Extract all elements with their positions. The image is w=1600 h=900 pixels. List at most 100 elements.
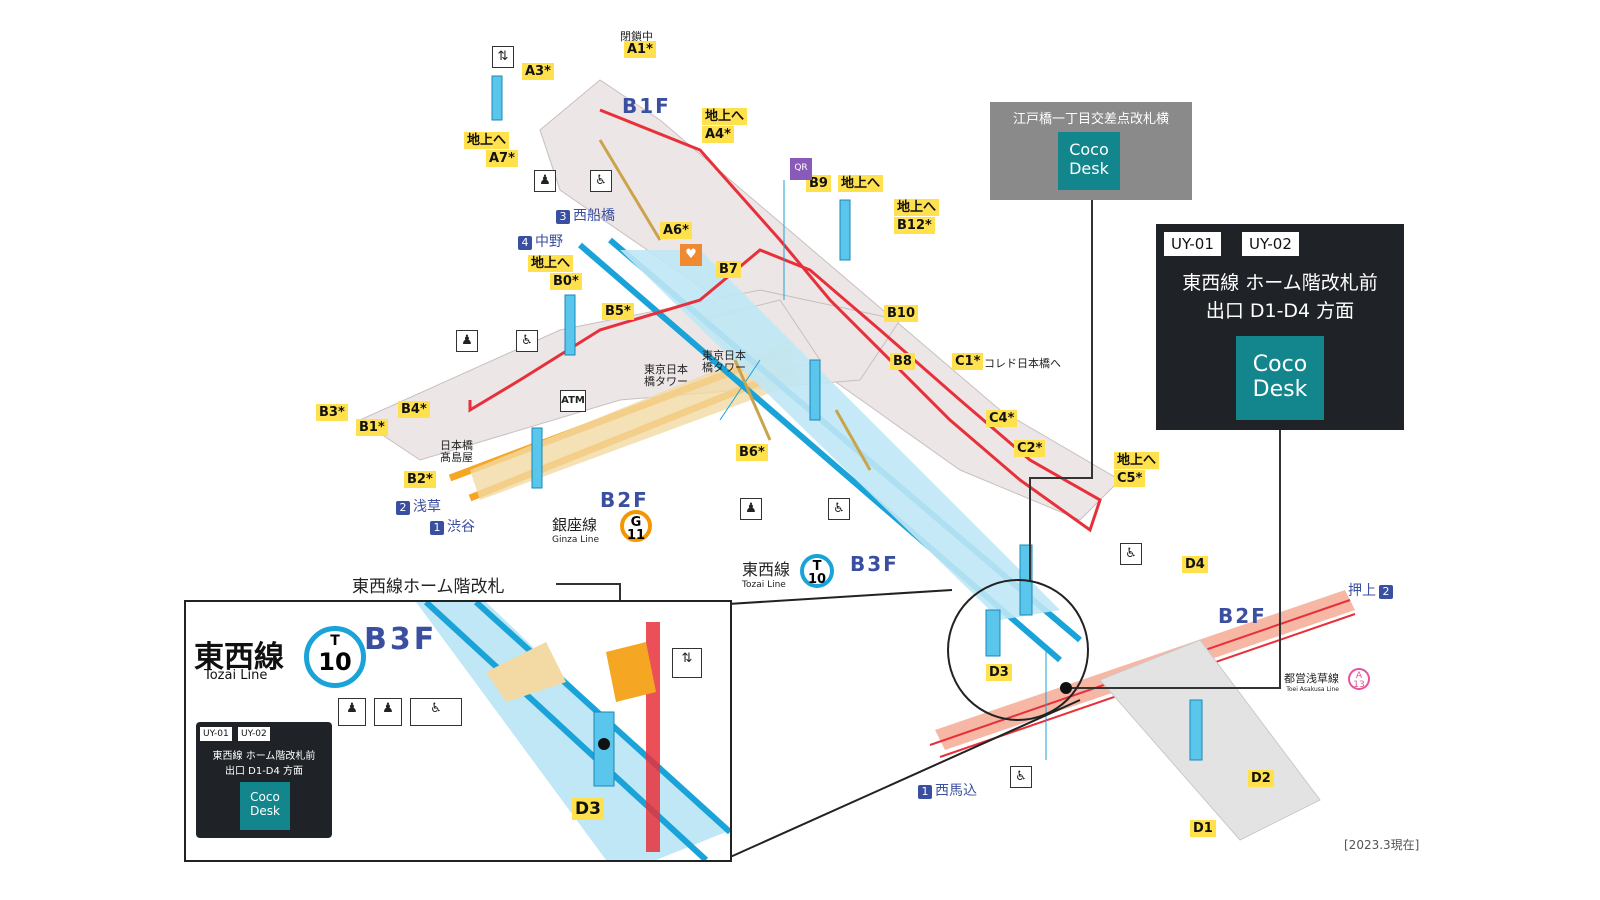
elevator-icon: ⇅ bbox=[492, 46, 514, 68]
asakusa-line-en: Toei Asakusa Line bbox=[1286, 686, 1339, 693]
exit-b9-up: 地上へ bbox=[838, 175, 884, 192]
inset-booth-code-uy02: UY-02 bbox=[238, 727, 270, 741]
exit-b4[interactable]: B4* bbox=[398, 401, 430, 418]
exit-a6[interactable]: A6* bbox=[660, 222, 692, 239]
exit-d2[interactable]: D2 bbox=[1248, 770, 1274, 787]
exit-c2[interactable]: C2* bbox=[1014, 440, 1046, 457]
exit-b5[interactable]: B5* bbox=[602, 303, 634, 320]
exit-b2[interactable]: B2* bbox=[404, 471, 436, 488]
coco-desk-logo-line2: Desk bbox=[1069, 159, 1109, 178]
coco-desk-tozai-box[interactable]: UY-01 UY-02 東西線 ホーム階改札前 出口 D1-D4 方面 Coco… bbox=[1156, 224, 1404, 430]
floor-label-b2f-asakusa: B2F bbox=[1218, 604, 1267, 628]
zoom-circle bbox=[947, 579, 1089, 721]
baby-chair-icon: ♟ bbox=[456, 330, 478, 352]
tozai-num: 10 bbox=[807, 572, 827, 587]
dest-nishimagome-name: 西馬込 bbox=[935, 783, 977, 799]
exit-b8[interactable]: B8 bbox=[890, 353, 915, 370]
coco-desk-logo: Coco Desk bbox=[1058, 132, 1120, 190]
accessible-restroom-icon-2: ♿ bbox=[828, 498, 850, 520]
inset-tozai-num: 10 bbox=[318, 648, 352, 676]
coco-desk-logo-line1: Coco bbox=[1069, 140, 1109, 159]
booth-code-uy02: UY-02 bbox=[1242, 232, 1299, 256]
marker-dot bbox=[1060, 682, 1072, 694]
exit-a4[interactable]: A4* bbox=[702, 126, 734, 143]
exit-b6[interactable]: B6* bbox=[736, 444, 768, 461]
inset-elevator-icon: ⇅ bbox=[672, 648, 702, 678]
stairs bbox=[598, 139, 872, 471]
inset-booth-code-uy01: UY-01 bbox=[200, 727, 232, 741]
asakusa-line-badge: A 13 bbox=[1348, 668, 1370, 690]
place-tokyo-nihonbashi-tower-1: 東京日本橋タワー bbox=[644, 363, 688, 388]
red-route bbox=[468, 108, 1102, 533]
inset-coco-desk-box[interactable]: UY-01 UY-02 東西線 ホーム階改札前 出口 D1-D4 方面 Coco… bbox=[196, 722, 332, 838]
exit-b12-up: 地上へ bbox=[894, 199, 940, 216]
exit-a3[interactable]: A3* bbox=[522, 63, 554, 80]
dest-shibuya-num: 1 bbox=[430, 521, 444, 535]
exit-b1[interactable]: B1* bbox=[356, 419, 388, 436]
floor-label-b3f: B3F bbox=[850, 552, 899, 576]
tozai-line-label: 東西線 Tozai Line bbox=[742, 556, 790, 590]
zoom-line-bottom bbox=[727, 699, 1081, 859]
asakusa-line-name: 都営浅草線 bbox=[1284, 672, 1339, 685]
exit-b9[interactable]: B9 bbox=[806, 175, 831, 192]
exit-b0-up: 地上へ bbox=[528, 255, 574, 272]
inset-line-name: 東西線 bbox=[194, 640, 284, 675]
exit-c1[interactable]: C1* bbox=[952, 353, 984, 370]
dest-asakusa-name: 浅草 bbox=[413, 499, 441, 515]
asakusa-line-label: 都営浅草線 Toei Asakusa Line bbox=[1284, 670, 1339, 693]
exit-d3[interactable]: D3 bbox=[986, 664, 1012, 681]
exit-c5-up: 地上へ bbox=[1114, 452, 1160, 469]
exit-d4[interactable]: D4 bbox=[1182, 556, 1208, 573]
ginza-line-label: 銀座線 Ginza Line bbox=[552, 514, 599, 545]
aed-icon: ♥ bbox=[680, 244, 702, 266]
b2f-right-concourse bbox=[1099, 639, 1321, 841]
floor-label-b1f: B1F bbox=[622, 94, 671, 118]
exit-a7[interactable]: A7* bbox=[486, 150, 518, 167]
exit-d1[interactable]: D1 bbox=[1190, 820, 1216, 837]
coco-desk-logo-large: Coco Desk bbox=[1236, 336, 1324, 420]
asakusa-num: 13 bbox=[1353, 680, 1365, 690]
dest-nakano-name: 中野 bbox=[535, 234, 563, 250]
edobashi-gate-title: 江戸橋一丁目交差点改札横 bbox=[1012, 112, 1169, 127]
accessible-restroom-icon-3: ♿ bbox=[1010, 766, 1032, 788]
ginza-num: 11 bbox=[626, 528, 646, 543]
ginza-line-badge: G 11 bbox=[620, 510, 652, 542]
tozai-line-badge: T 10 bbox=[800, 554, 834, 588]
wheelchair-icon: ♿ bbox=[1120, 543, 1142, 565]
exit-c5[interactable]: C5* bbox=[1114, 470, 1146, 487]
exit-a4-up: 地上へ bbox=[702, 108, 748, 125]
inset-drawing bbox=[416, 602, 730, 860]
exit-b7[interactable]: B7 bbox=[716, 261, 741, 278]
exit-b0[interactable]: B0* bbox=[550, 273, 582, 290]
dest-asakusa-num: 2 bbox=[396, 501, 410, 515]
nursing-room-icon-2: ♟ bbox=[740, 498, 762, 520]
inset-coco-desk-logo-line1: Coco bbox=[250, 790, 280, 804]
atm-icon: ATM bbox=[560, 390, 586, 412]
dest-nakano-num: 4 bbox=[518, 236, 532, 250]
exit-c1-note: コレド日本橋へ bbox=[984, 357, 1061, 370]
exit-b3[interactable]: B3* bbox=[316, 404, 348, 421]
nursing-room-icon: ♟ bbox=[534, 170, 556, 192]
tozai-gate-callout: 東西線ホーム階改札 bbox=[352, 577, 505, 597]
exit-a1[interactable]: A1* bbox=[624, 41, 656, 58]
tozai-gate-location: 東西線 ホーム階改札前 bbox=[1182, 272, 1378, 294]
exit-b10[interactable]: B10 bbox=[884, 305, 918, 322]
coco-desk-logo-large-line1: Coco bbox=[1252, 352, 1308, 377]
exit-b12[interactable]: B12* bbox=[894, 217, 935, 234]
dest-nishimagome-num: 1 bbox=[918, 785, 932, 799]
restroom-icon: ♿ bbox=[590, 170, 612, 192]
inset-exit-direction: 出口 D1-D4 方面 bbox=[224, 766, 304, 777]
exit-c4[interactable]: C4* bbox=[986, 410, 1018, 427]
inset-tozai-letter: T bbox=[330, 633, 340, 649]
inset-exit-d3[interactable]: D3 bbox=[572, 798, 604, 820]
ginza-line-en: Ginza Line bbox=[552, 535, 600, 545]
dest-oshiage-num: 2 bbox=[1379, 585, 1393, 599]
coco-desk-edobashi-box[interactable]: 江戸橋一丁目交差点改札横 Coco Desk bbox=[990, 102, 1192, 200]
inset-baby-chair-icon: ♟ bbox=[374, 698, 402, 726]
